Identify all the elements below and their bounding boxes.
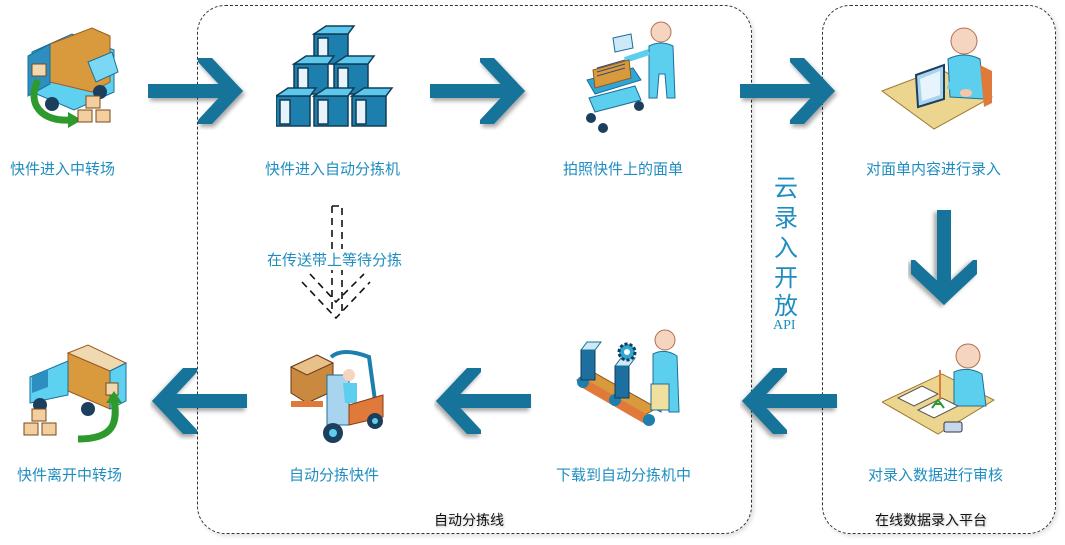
person-computer-icon <box>880 27 994 130</box>
waiting-note: 在传送带上等待分拣 <box>265 249 405 270</box>
api-char: 开 <box>774 264 798 292</box>
step-label: 快件进入自动分拣机 <box>265 160 401 178</box>
step-label: 快件离开中转场 <box>17 466 123 484</box>
step-label: 快件进入中转场 <box>10 160 116 178</box>
arrow-right-icon <box>148 58 243 124</box>
arrow-right-icon <box>430 58 525 124</box>
arrow-left-icon <box>436 368 531 434</box>
api-label: API <box>773 318 796 333</box>
api-char: 入 <box>774 234 798 262</box>
entry-platform-title: 在线数据录入平台 <box>875 513 987 529</box>
forklift-icon <box>289 350 384 443</box>
truck-loading-icon <box>23 344 128 443</box>
sorting-line-region <box>197 5 752 534</box>
arrow-right-icon <box>740 58 835 124</box>
entry-platform-region <box>822 5 1056 534</box>
arrow-down-icon <box>911 210 977 305</box>
truck-unloading-icon <box>27 27 119 128</box>
stacked-boxes-icon <box>276 25 394 127</box>
person-cart-icon <box>586 21 676 133</box>
step-label: 下载到自动分拣机中 <box>556 466 692 484</box>
person-desk-review-icon <box>882 343 996 435</box>
api-char: 录 <box>774 204 798 232</box>
step-label: 对录入数据进行审核 <box>868 466 1004 484</box>
conveyor-worker-icon <box>575 329 680 426</box>
api-char: 云 <box>774 174 798 202</box>
arrow-left-icon <box>742 368 837 434</box>
step-label: 对面单内容进行录入 <box>866 160 1002 178</box>
sorting-line-title: 自动分拣线 <box>434 513 504 529</box>
step-label: 拍照快件上的面单 <box>563 160 684 178</box>
api-char: 放 <box>774 292 798 320</box>
arrow-left-icon <box>152 368 247 434</box>
step-label: 自动分拣快件 <box>289 466 380 484</box>
